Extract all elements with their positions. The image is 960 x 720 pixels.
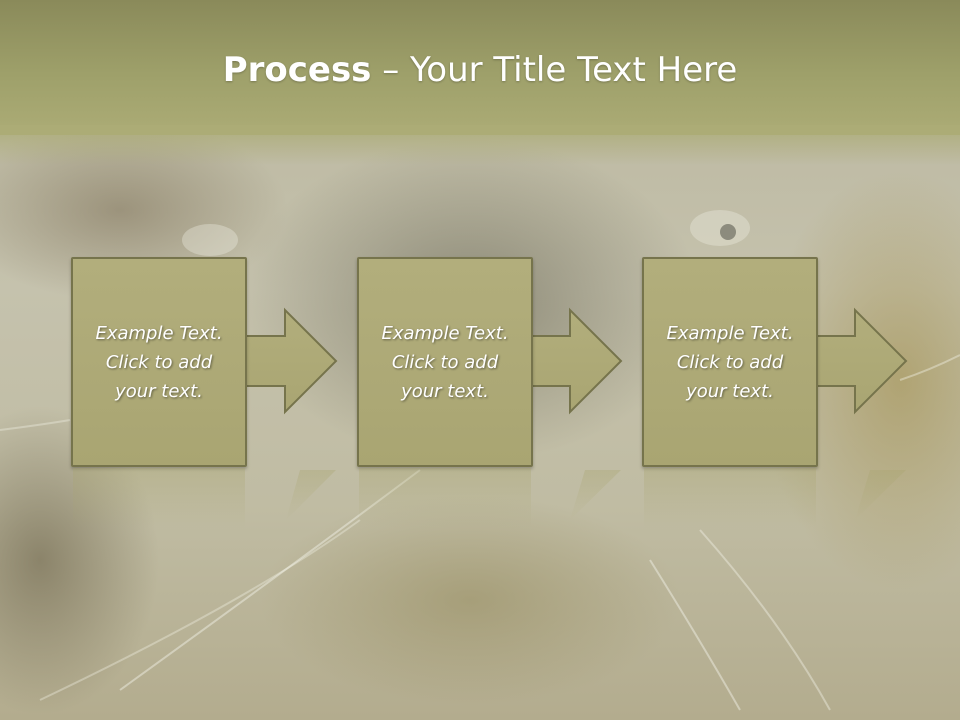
step-1-arrow-reflection <box>286 470 336 520</box>
step-2-box[interactable]: Example Text. Click to add your text. <box>357 257 533 467</box>
title-rest: – Your Title Text Here <box>371 50 738 90</box>
step-3-arrow-reflection <box>855 470 906 520</box>
step-2-reflection <box>359 468 531 528</box>
step-3-arrow <box>813 307 908 415</box>
title-band-fade <box>0 125 960 165</box>
step-3-text: Example Text. Click to add your text. <box>666 322 794 402</box>
step-1-box[interactable]: Example Text. Click to add your text. <box>71 257 247 467</box>
step-1-text: Example Text. Click to add your text. <box>95 322 223 402</box>
step-1-arrow <box>243 307 338 415</box>
step-1-reflection <box>73 468 245 528</box>
step-2-text: Example Text. Click to add your text. <box>381 322 509 402</box>
title-band <box>0 0 960 135</box>
slide-title[interactable]: Process – Your Title Text Here <box>0 50 960 90</box>
step-3-box[interactable]: Example Text. Click to add your text. <box>642 257 818 467</box>
title-bold: Process <box>222 50 372 90</box>
step-2-arrow <box>529 307 623 415</box>
step-2-arrow-reflection <box>570 470 621 520</box>
step-3-reflection <box>644 468 816 528</box>
